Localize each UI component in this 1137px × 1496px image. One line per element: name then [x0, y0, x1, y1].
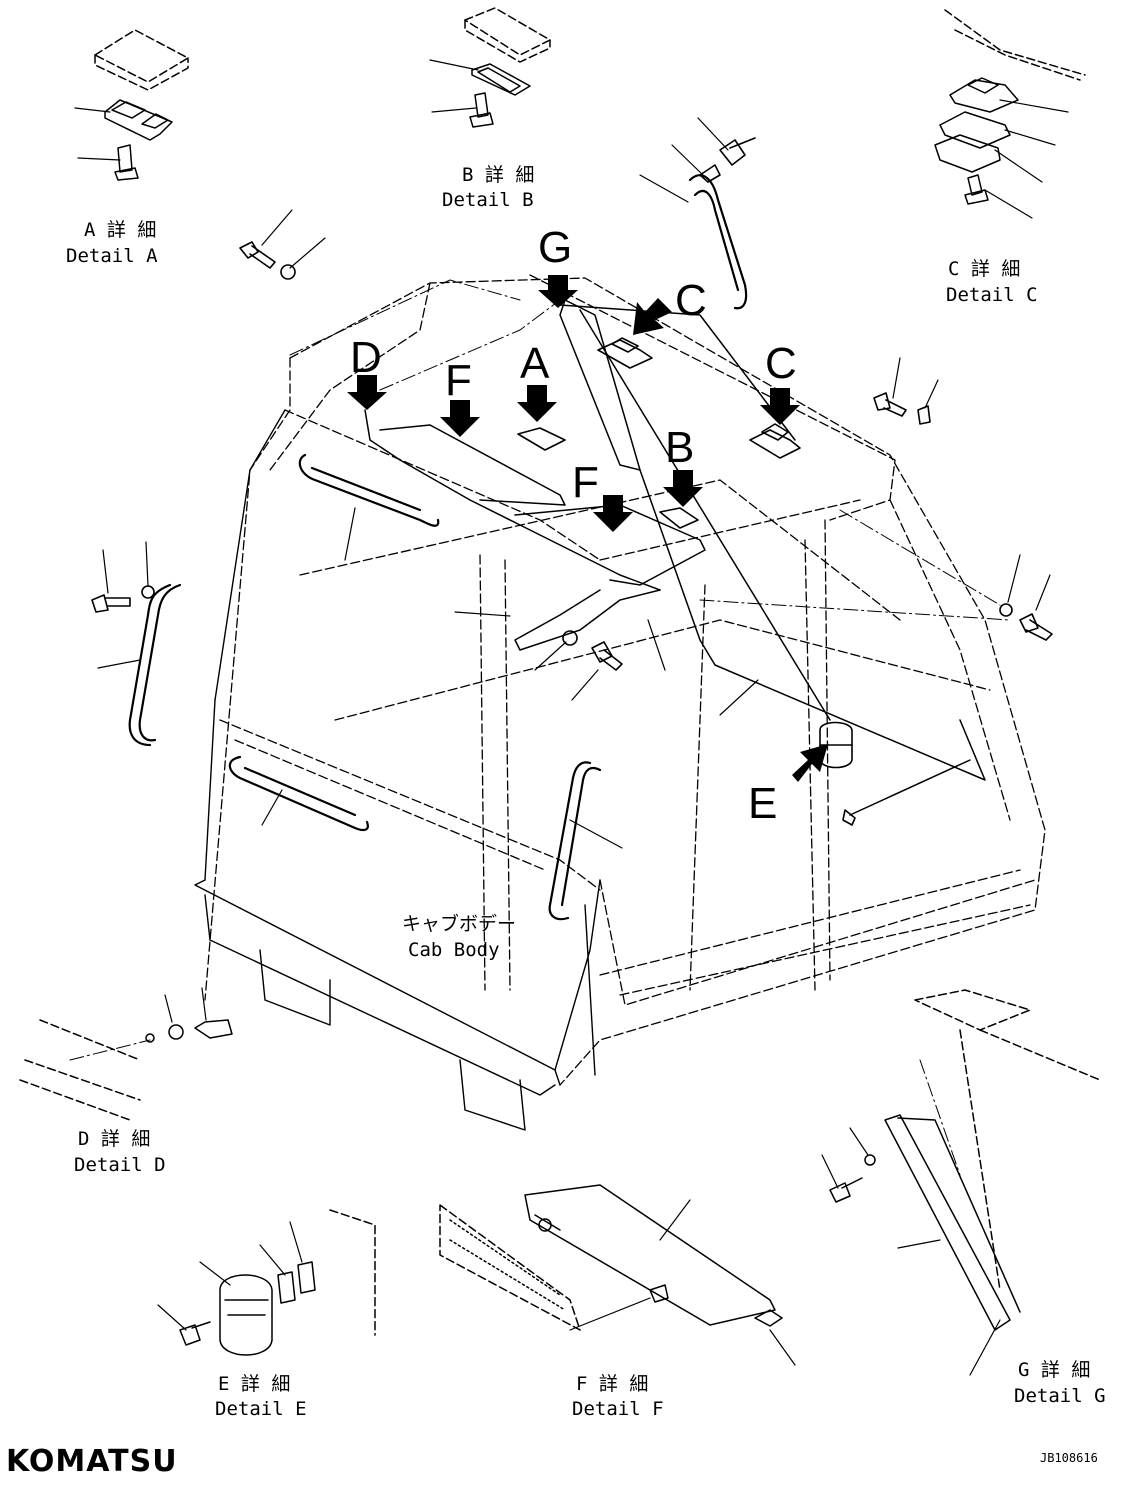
detail-c-en: Detail C: [946, 284, 1038, 306]
arrow-g: [538, 275, 578, 308]
komatsu-logo: KOMATSU: [6, 1444, 178, 1479]
wiring-harness: [364, 299, 986, 816]
cab-body-en: Cab Body: [408, 939, 500, 961]
cab-body-front: [194, 409, 601, 1131]
detail-g-drawing: [829, 989, 1101, 1331]
arrow-f2: [593, 495, 633, 532]
cab-body-frame: [204, 274, 1046, 1086]
arrow-c2: [760, 388, 800, 425]
callout-f1: F: [445, 356, 472, 405]
cup-holder-on-body: [819, 721, 856, 826]
callout-b: B: [665, 423, 694, 472]
detail-b-drawing: [464, 7, 551, 128]
alignment-lines: [69, 279, 1011, 1176]
detail-captions: A 詳 細 Detail A B 詳 細 Detail B C 詳 細 Deta…: [66, 164, 1106, 1420]
detail-g-jp: G 詳 細: [1018, 1359, 1090, 1381]
detail-d-en: Detail D: [74, 1154, 166, 1176]
detail-c-jp: C 詳 細: [948, 258, 1020, 280]
callout-a: A: [520, 339, 550, 388]
callout-f2: F: [572, 458, 599, 507]
arrow-d: [347, 375, 387, 410]
detail-f-en: Detail F: [572, 1398, 664, 1420]
callout-c1: C: [675, 276, 707, 325]
detail-a-drawing: [94, 29, 189, 181]
detail-d-drawing: [19, 1019, 233, 1121]
arrow-f1: [440, 400, 480, 437]
roof-fittings: [517, 337, 801, 529]
cab-body-jp: キャブボデー: [402, 912, 516, 935]
leader-lines: [74, 59, 1069, 1376]
detail-e-jp: E 詳 細: [218, 1373, 290, 1395]
loose-bolts: [91, 137, 1053, 671]
arrow-c1: [633, 298, 672, 335]
detail-e-drawing: [179, 1209, 376, 1356]
callout-c2: C: [765, 339, 797, 388]
drawing-id: JB108616: [1040, 1451, 1098, 1465]
detail-f-jp: F 詳 細: [576, 1373, 648, 1395]
callout-d: D: [350, 333, 382, 382]
callout-arrows: [347, 275, 828, 782]
detail-b-jp: B 詳 細: [462, 164, 534, 186]
detail-b-en: Detail B: [442, 189, 534, 211]
detail-a-jp: A 詳 細: [84, 219, 156, 241]
callout-g: G: [538, 223, 572, 272]
arrow-a: [517, 385, 557, 422]
arrow-b: [663, 470, 703, 507]
detail-c-drawing: [934, 9, 1086, 205]
detail-d-jp: D 詳 細: [78, 1128, 150, 1150]
detail-g-en: Detail G: [1014, 1385, 1106, 1407]
detail-f-drawing: [439, 1184, 783, 1331]
detail-a-en: Detail A: [66, 245, 158, 267]
callout-letters: G D F A C C B F E: [350, 223, 797, 828]
arrow-e: [792, 744, 828, 782]
detail-e-en: Detail E: [215, 1398, 307, 1420]
handrails: [128, 174, 748, 921]
callout-e: E: [748, 779, 777, 828]
